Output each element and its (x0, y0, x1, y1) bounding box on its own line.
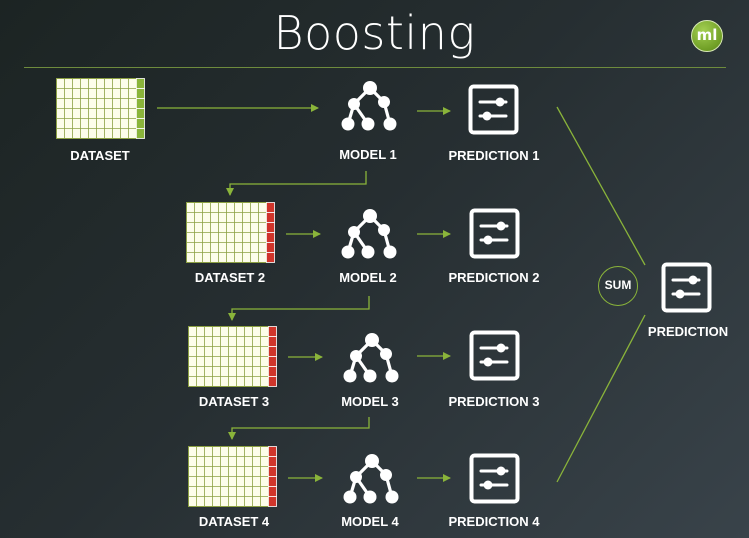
arrow-model1-dataset2 (226, 171, 367, 196)
sliders-prediction-icon (661, 262, 712, 313)
page-title: Boosting (273, 6, 476, 60)
prediction-label: PREDICTION 2 (448, 270, 540, 285)
prediction-label: PREDICTION 4 (448, 514, 540, 529)
tree-model-icon (343, 454, 399, 504)
dataset-label: DATASET 4 (198, 514, 270, 529)
tree-model-icon (341, 209, 397, 259)
ml-logo-icon: ml (691, 20, 723, 52)
sliders-prediction-icon (469, 330, 520, 381)
dataset-label: DATASET 2 (194, 270, 266, 285)
prediction-label: PREDICTION 3 (448, 394, 540, 409)
model-label: MODEL 4 (341, 514, 399, 529)
dataset-label: DATASET 3 (198, 394, 270, 409)
model-label: MODEL 3 (341, 394, 399, 409)
title-divider (24, 67, 726, 68)
line-prediction1-final (556, 106, 646, 266)
sliders-prediction-icon (469, 453, 520, 504)
arrow-model2-dataset3 (228, 296, 370, 321)
tree-model-icon (341, 81, 397, 131)
model-label: MODEL 2 (339, 270, 397, 285)
arrow-model3-dataset4 (228, 417, 370, 440)
sliders-prediction-icon (468, 84, 519, 135)
dataset-grid (188, 446, 277, 512)
dataset-grid (186, 202, 275, 268)
dataset-label: DATASET (70, 148, 130, 163)
dataset-grid (188, 326, 277, 392)
prediction-label: PREDICTION 1 (448, 148, 540, 163)
sum-node: SUM (598, 266, 638, 306)
final-prediction-label: PREDICTION (647, 324, 729, 339)
tree-model-icon (343, 333, 399, 383)
sliders-prediction-icon (469, 208, 520, 259)
line-prediction4-final (556, 314, 646, 483)
dataset-grid (56, 78, 145, 144)
model-label: MODEL 1 (339, 147, 397, 162)
